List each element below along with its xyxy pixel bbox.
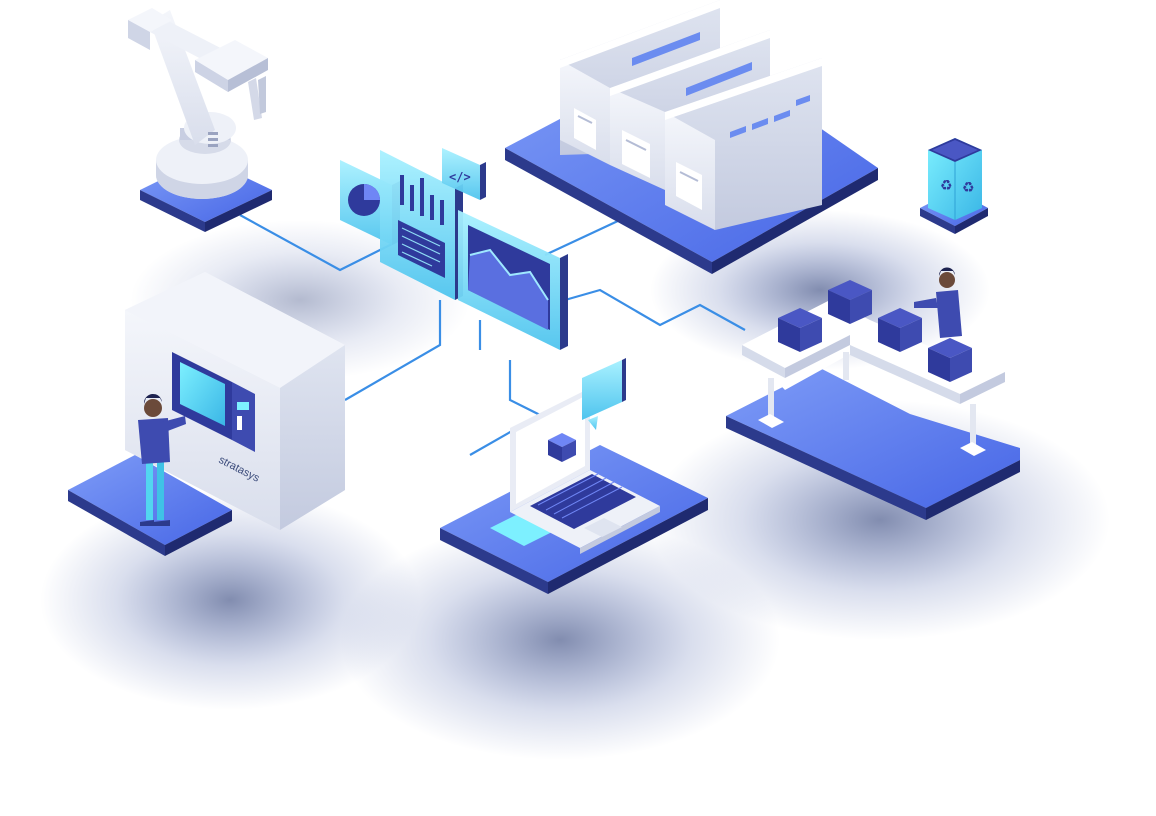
- code-icon: </>: [449, 170, 471, 184]
- recycle-bin-icon: ♻ ♻: [920, 138, 988, 234]
- svg-text:♻: ♻: [940, 178, 953, 194]
- operator-person-icon: [138, 393, 186, 526]
- network-lines: [194, 214, 746, 481]
- box-icon: [778, 308, 822, 352]
- worker-person-icon: [914, 267, 962, 338]
- box-icon: [928, 338, 972, 382]
- robot-arm-icon: [128, 8, 272, 232]
- svg-text:♻: ♻: [962, 180, 975, 196]
- box-icon: [828, 280, 872, 324]
- 3d-printer-icon: stratasys: [68, 272, 345, 556]
- packing-table-icon: [726, 280, 1020, 520]
- box-icon: [878, 308, 922, 352]
- laptop-icon: [440, 358, 708, 594]
- dashboard-icon: </>: [340, 148, 568, 350]
- warehouse-icon: [505, 0, 878, 274]
